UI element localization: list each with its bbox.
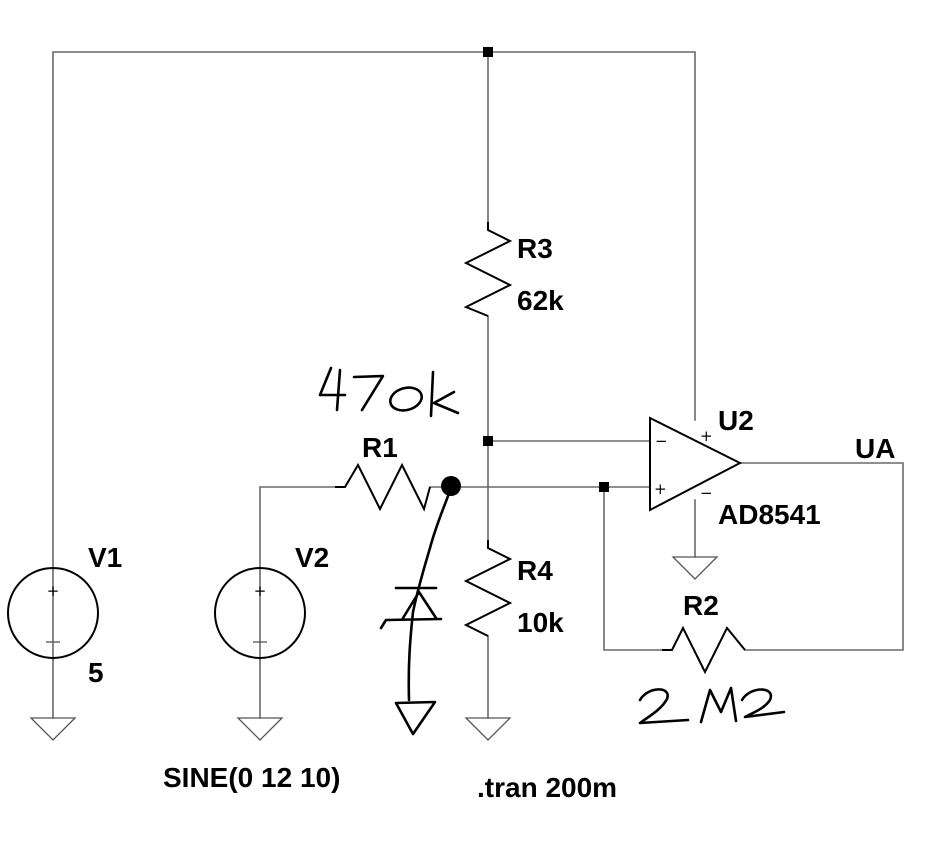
wires — [52, 51, 904, 719]
junctions — [441, 47, 609, 496]
handwritten-470k — [318, 366, 460, 418]
v2-to-r1-wire — [259, 486, 336, 569]
junction-top — [483, 47, 493, 57]
opamp-vplus-sign: + — [700, 427, 713, 445]
handwritten-2m2 — [638, 686, 786, 725]
opamp-triangle-icon — [649, 416, 743, 512]
r4-name-label: R4 — [517, 555, 553, 586]
opamp-vminus-sign: − — [700, 484, 713, 502]
v1-circle-icon — [7, 567, 99, 659]
junction-inverting — [483, 436, 493, 446]
resistor-r4[interactable] — [463, 540, 513, 637]
opamp-u2[interactable]: − + + − — [649, 416, 743, 512]
r3-name-label: R3 — [517, 233, 553, 264]
r1-zigzag-icon — [335, 462, 431, 512]
r3-value-label: 62k — [517, 285, 564, 316]
v2-plus-sign: + — [254, 582, 267, 600]
ground-icon — [236, 717, 284, 741]
ground-icon — [671, 556, 719, 580]
r4-value-label: 10k — [517, 607, 564, 638]
ground-icon — [29, 717, 77, 741]
output-net-label: UA — [855, 433, 895, 464]
voltage-source-v2[interactable]: + — [214, 567, 306, 661]
v1-plus-sign: + — [47, 582, 60, 600]
ground-symbols — [29, 556, 719, 741]
opamp-inverting-sign: − — [655, 432, 668, 450]
v2-value-label: SINE(0 12 10) — [163, 762, 340, 793]
r1-name-label: R1 — [362, 432, 398, 463]
u2-name-label: U2 — [718, 405, 754, 436]
r2-zigzag-icon — [662, 625, 746, 675]
r3-zigzag-icon — [463, 222, 513, 317]
voltage-source-v1[interactable]: + — [7, 567, 99, 661]
r2-feedback-wire — [603, 486, 663, 651]
handwritten-annotations — [318, 366, 786, 736]
tran-directive[interactable]: .tran 200m — [477, 772, 617, 803]
opamp-noninverting-sign: + — [654, 480, 667, 498]
labels: V1 5 V2 SINE(0 12 10) R1 R2 R3 62k R4 10… — [88, 233, 895, 803]
resistor-r1[interactable] — [335, 462, 431, 512]
supply-rail-wire — [52, 51, 696, 571]
handdrawn-wire-icon — [407, 486, 453, 702]
v2-name-label: V2 — [295, 542, 329, 573]
junction-feedback — [599, 482, 609, 492]
v2-circle-icon — [214, 567, 306, 659]
v1-name-label: V1 — [88, 542, 122, 573]
r4-zigzag-icon — [463, 540, 513, 637]
resistor-r2[interactable] — [662, 625, 746, 675]
junction-drawn-node — [441, 476, 461, 496]
ground-icon — [464, 717, 512, 741]
r2-name-label: R2 — [683, 590, 719, 621]
resistor-r3[interactable] — [463, 222, 513, 317]
handdrawn-diode-icon — [379, 586, 443, 630]
output-feedback-wire — [739, 462, 904, 651]
handdrawn-ground-icon — [394, 700, 437, 736]
v1-value-label: 5 — [88, 657, 104, 688]
u2-value-label: AD8541 — [718, 499, 821, 530]
